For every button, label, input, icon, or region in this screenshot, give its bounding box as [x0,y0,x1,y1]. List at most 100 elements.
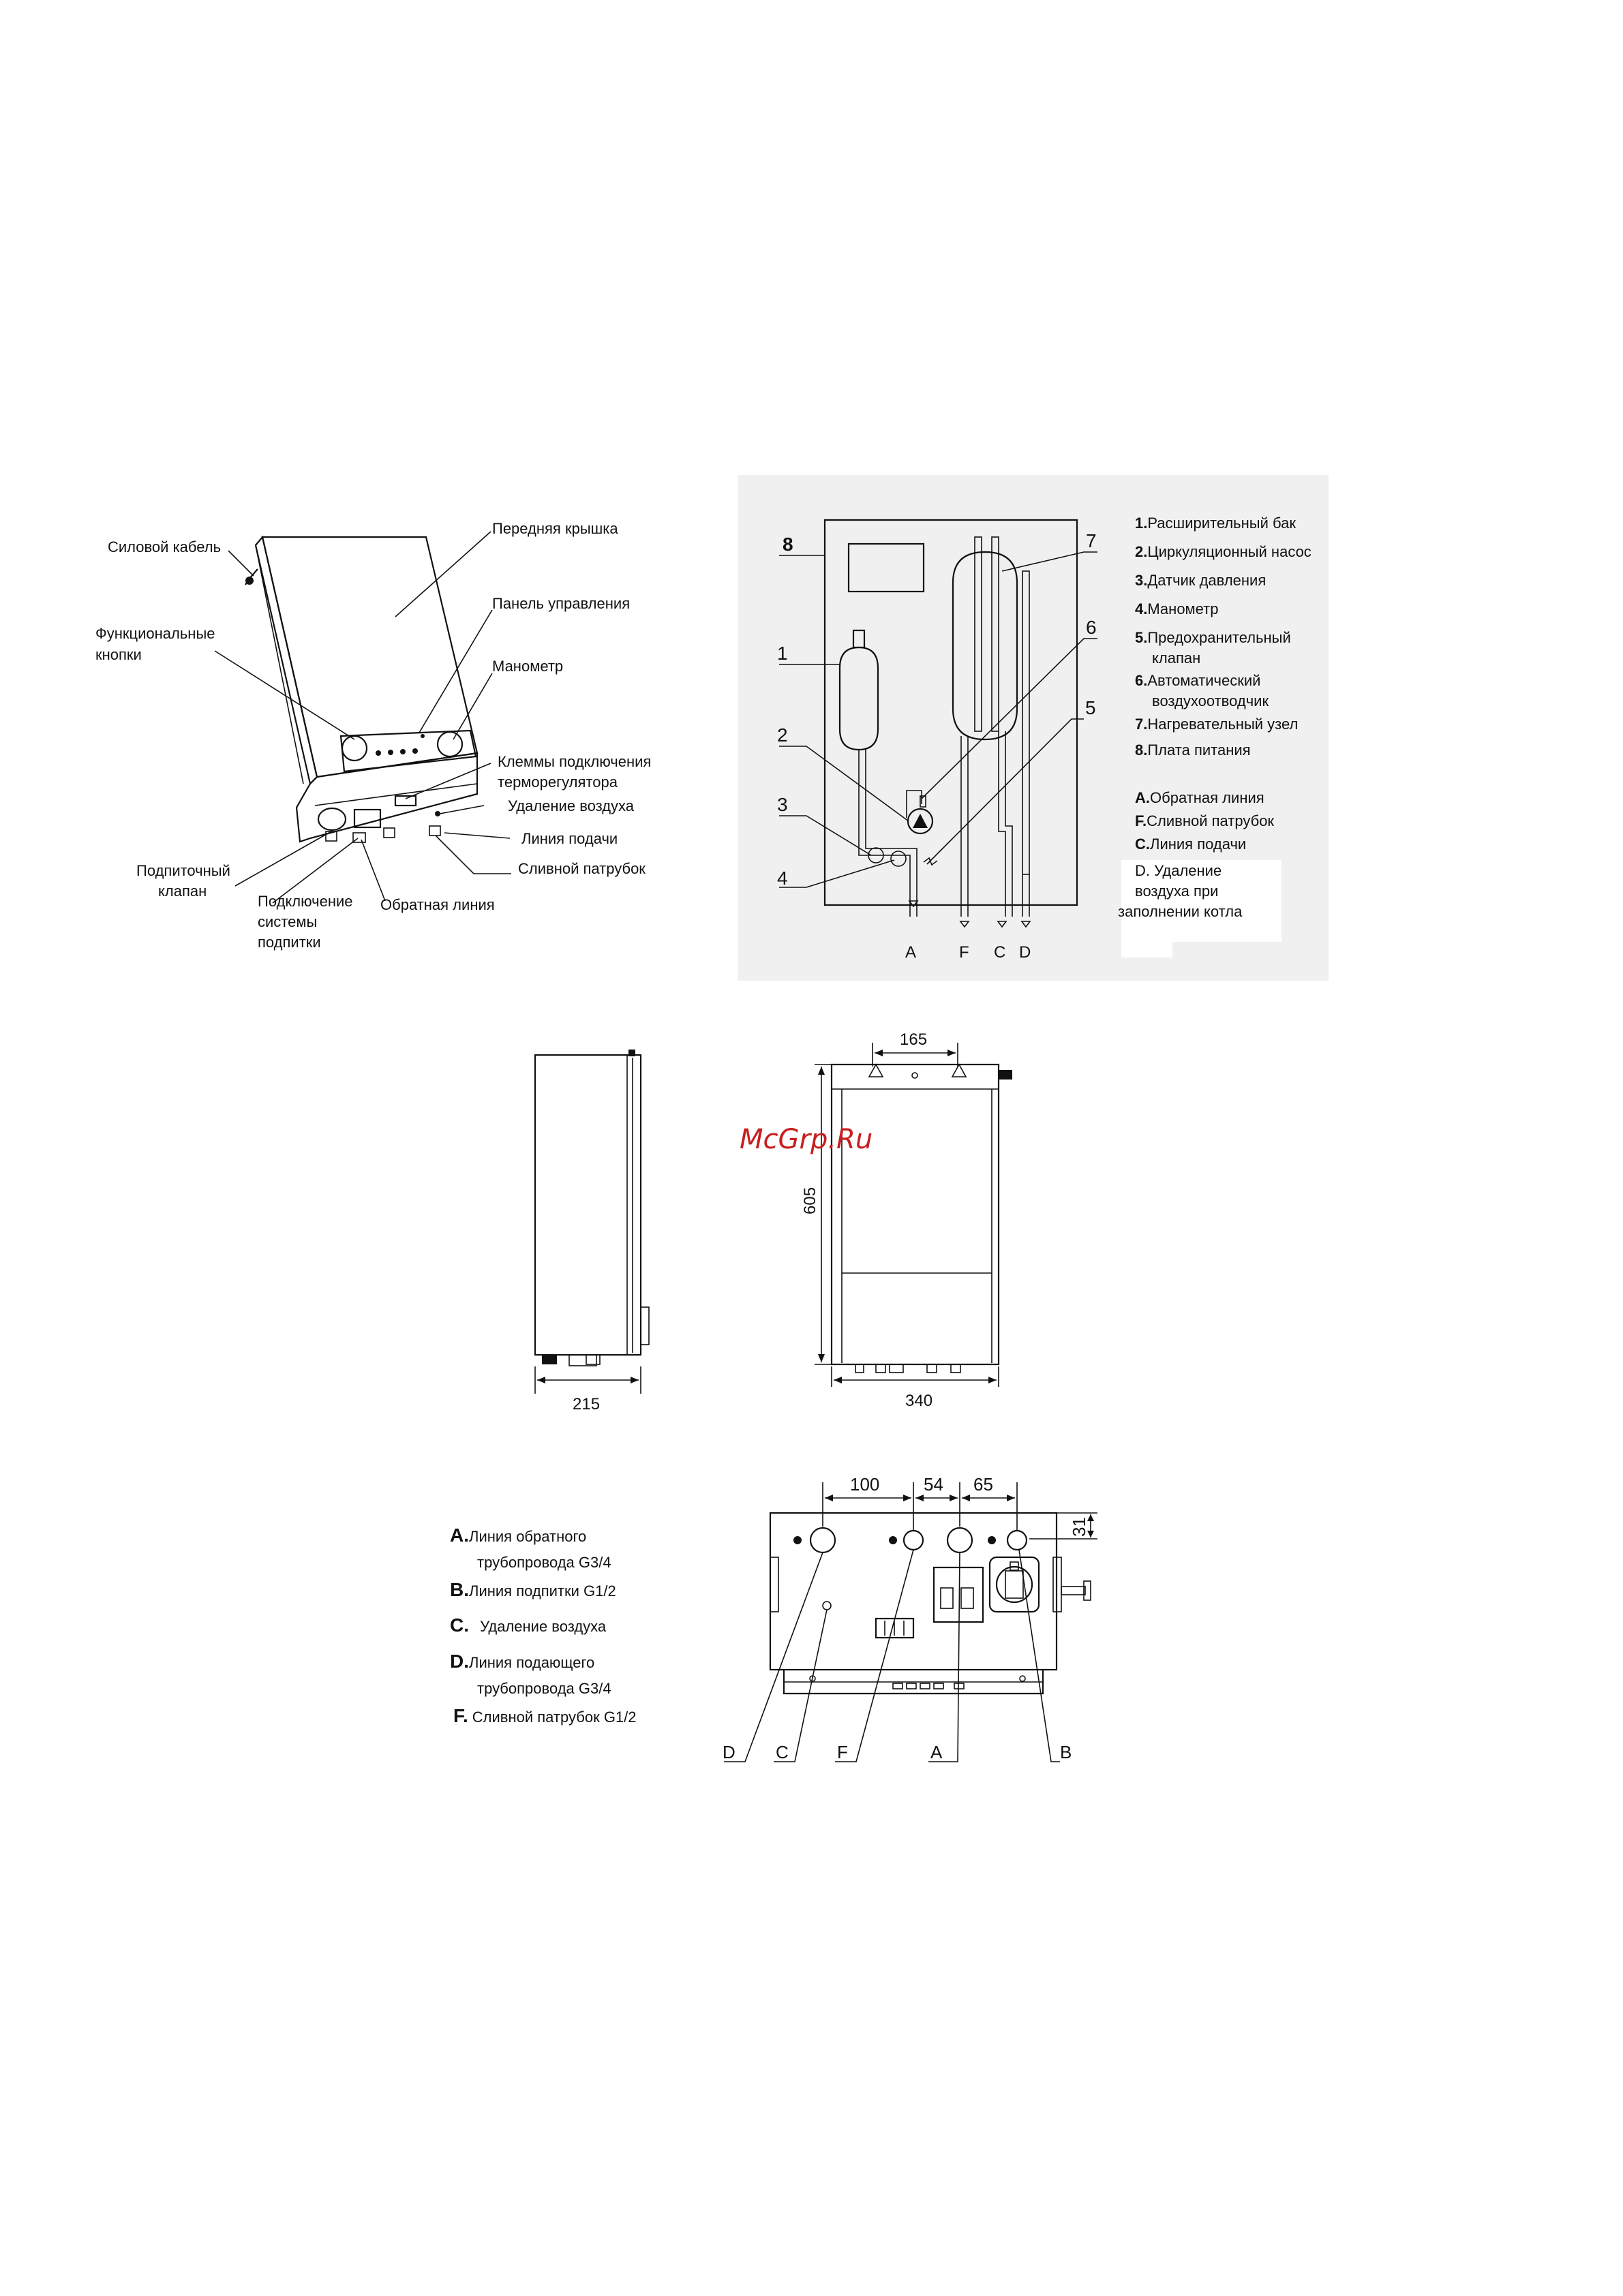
manometer-symbol [890,851,907,867]
port-c-hole [822,1601,832,1610]
callout-makeup-conn-3: подпитки [258,934,321,951]
bottom-legend-d-cont: трубопровода G3/4 [477,1680,611,1697]
dimension-depth: 215 [573,1395,600,1413]
boiler-side-face [254,535,318,786]
side-view-drawing: 215 [534,1050,650,1413]
mount-hook-right [951,1063,967,1077]
bottom-legend-f: F.Сливной патрубок G1/2 [453,1705,637,1726]
bottom-view-drawing: 100 54 65 31 D C F A B [723,1474,1097,1762]
callout-makeup-valve-1: Подпиточный [136,862,230,879]
schematic-port-d: D [1019,943,1031,962]
callout-thermostat-terminals-2: терморегулятора [498,774,618,791]
power-board [847,542,925,593]
bottom-legend-a: A.Линия обратного [450,1525,586,1546]
callout-return-line: Обратная линия [380,896,495,913]
schematic-port-f: F [959,943,969,962]
watermark: McGrp.Ru [740,1124,873,1155]
bottom-legend-d: D.Линия подающего [450,1651,594,1672]
schematic-number-5: 5 [1085,697,1096,718]
heating-unit [952,551,1018,741]
schematic-frame [823,519,1078,906]
schematic-number-8: 8 [783,534,793,555]
pressure-sensor [868,847,884,863]
note-d-box [1121,860,1281,942]
boiler-isometric-view: Силовой кабель Передняя крышка Функциона… [95,520,651,951]
button-dot [400,749,406,754]
callout-makeup-conn-1: Подключение [258,893,353,910]
button-dot [376,750,381,756]
legend-item-6-cont: воздухоотводчик [1152,692,1269,709]
lines-legend-a: A.Обратная линия [1135,789,1264,806]
schematic-number-4: 4 [777,868,788,889]
bottom-view-legend: A.Линия обратного трубопровода G3/4 B.Ли… [450,1525,637,1726]
boiler-lower-housing [295,752,479,843]
callout-control-panel: Панель управления [492,595,630,612]
callout-drain-pipe: Сливной патрубок [518,860,646,877]
hydraulic-schematic: 8 1 2 3 4 5 6 7 A F C D 1.Расширительный… [738,475,1329,981]
dimension-100: 100 [850,1474,879,1495]
front-view-body [830,1063,1000,1366]
callout-leaders [214,531,511,904]
legend-item-5: 5.Предохранительный [1135,629,1291,646]
switch-box [932,1566,984,1623]
mount-hook-left [868,1063,884,1077]
control-panel [339,729,477,773]
bottom-legend-b: B.Линия подпитки G1/2 [450,1579,616,1600]
note-d-line-3: заполнении котла [1118,903,1243,920]
button-dot [412,748,418,754]
thermostat-terminal-block [353,808,382,829]
bottom-view-body [769,1512,1058,1671]
schematic-number-2: 2 [777,724,788,746]
button-dot [388,750,393,755]
thermostat-terminals [394,795,417,807]
callout-air-release: Удаление воздуха [508,797,635,814]
callout-power-cable: Силовой кабель [108,538,221,555]
legend-item-3: 3.Датчик давления [1135,572,1266,589]
legend-item-2: 2.Циркуляционный насос [1135,543,1311,560]
dimension-31: 31 [1069,1517,1089,1537]
port-f-hole [902,1529,924,1551]
schematic-number-7: 7 [1086,530,1097,551]
front-view-drawing: 165 605 340 McGrp.Ru [740,1030,1012,1410]
bottom-port-c: C [776,1742,789,1762]
callout-function-buttons-2: кнопки [95,646,142,663]
lines-legend-f: F.Сливной патрубок [1135,812,1274,829]
schematic-legend: 1.Расширительный бак 2.Циркуляционный на… [1118,515,1311,958]
schematic-port-a: A [905,943,916,962]
side-view-body [534,1054,642,1356]
legend-item-8: 8.Плата питания [1135,741,1251,759]
schematic-number-3: 3 [777,794,788,815]
dimension-mount-spacing: 165 [900,1030,927,1049]
manometer-dial [436,731,464,758]
bottom-legend-a-cont: трубопровода G3/4 [477,1554,611,1571]
callout-manometer: Манометр [492,658,563,675]
air-vent [920,795,926,808]
callout-makeup-conn-2: системы [258,913,317,930]
bottom-port-f: F [837,1742,848,1762]
schematic-number-1: 1 [777,643,788,664]
callout-thermostat-terminals-1: Клеммы подключения [498,753,651,770]
expansion-tank [838,646,879,751]
legend-item-1: 1.Расширительный бак [1135,515,1296,532]
note-d-line-2: воздуха при [1135,883,1218,900]
port-a-hole [946,1527,973,1554]
dimension-65: 65 [973,1474,993,1495]
lines-legend-c: C.Линия подачи [1135,836,1246,853]
callout-supply-line: Линия подачи [521,830,618,847]
bottom-port-a: A [930,1742,943,1762]
port-d-hole [809,1527,836,1554]
bottom-legend-c: C. Удаление воздуха [450,1614,607,1636]
schematic-port-c: C [994,943,1005,962]
dimension-width: 340 [905,1392,932,1410]
dimension-height: 605 [801,1187,819,1214]
dimension-54: 54 [924,1474,943,1495]
legend-item-7: 7.Нагревательный узел [1135,716,1298,733]
legend-item-5-cont: клапан [1152,649,1200,667]
callout-function-buttons-1: Функциональные [95,625,215,642]
function-knob [341,735,368,762]
legend-item-4: 4.Манометр [1135,600,1219,617]
callout-front-cover: Передняя крышка [492,520,618,537]
makeup-valve-box [988,1556,1040,1613]
port-b-hole [1006,1529,1028,1551]
